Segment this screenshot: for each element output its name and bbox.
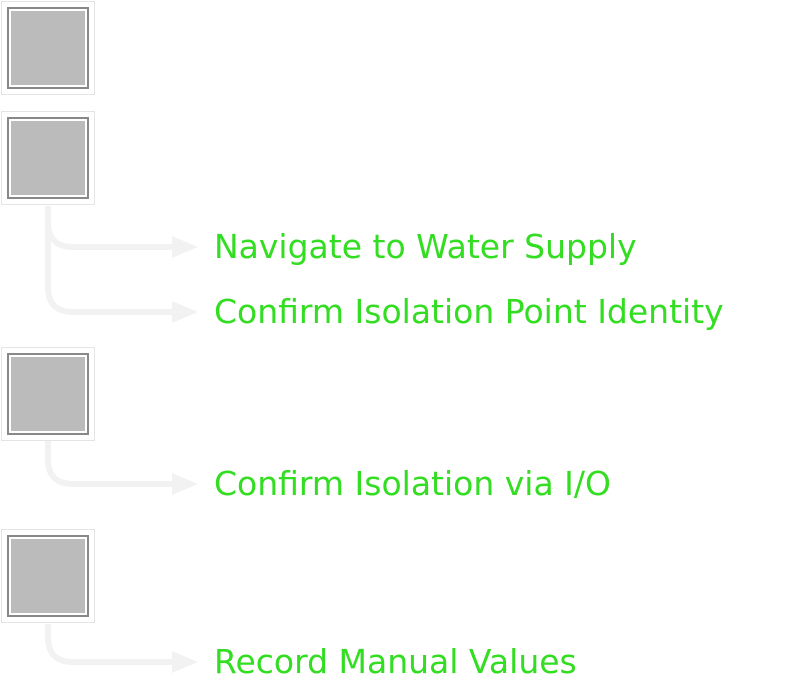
arrowhead-icon: [172, 651, 198, 673]
connector-arrow: [45, 624, 190, 665]
arrowhead-icon: [172, 473, 198, 495]
arrowhead-icon: [172, 301, 198, 323]
step-label: Record Manual Values: [214, 642, 577, 681]
arrowhead-icon: [172, 236, 198, 258]
image-placeholder[interactable]: [1, 1, 95, 95]
step-label: Navigate to Water Supply: [214, 227, 637, 266]
step-label: Confirm Isolation via I/O: [214, 464, 611, 503]
step-label: Confirm Isolation Point Identity: [214, 292, 724, 331]
image-placeholder[interactable]: [1, 347, 95, 441]
image-placeholder[interactable]: [1, 529, 95, 623]
connector-arrow: [45, 206, 190, 250]
image-placeholder[interactable]: [1, 111, 95, 205]
connector-arrow: [45, 206, 190, 315]
connector-arrow: [45, 441, 190, 487]
